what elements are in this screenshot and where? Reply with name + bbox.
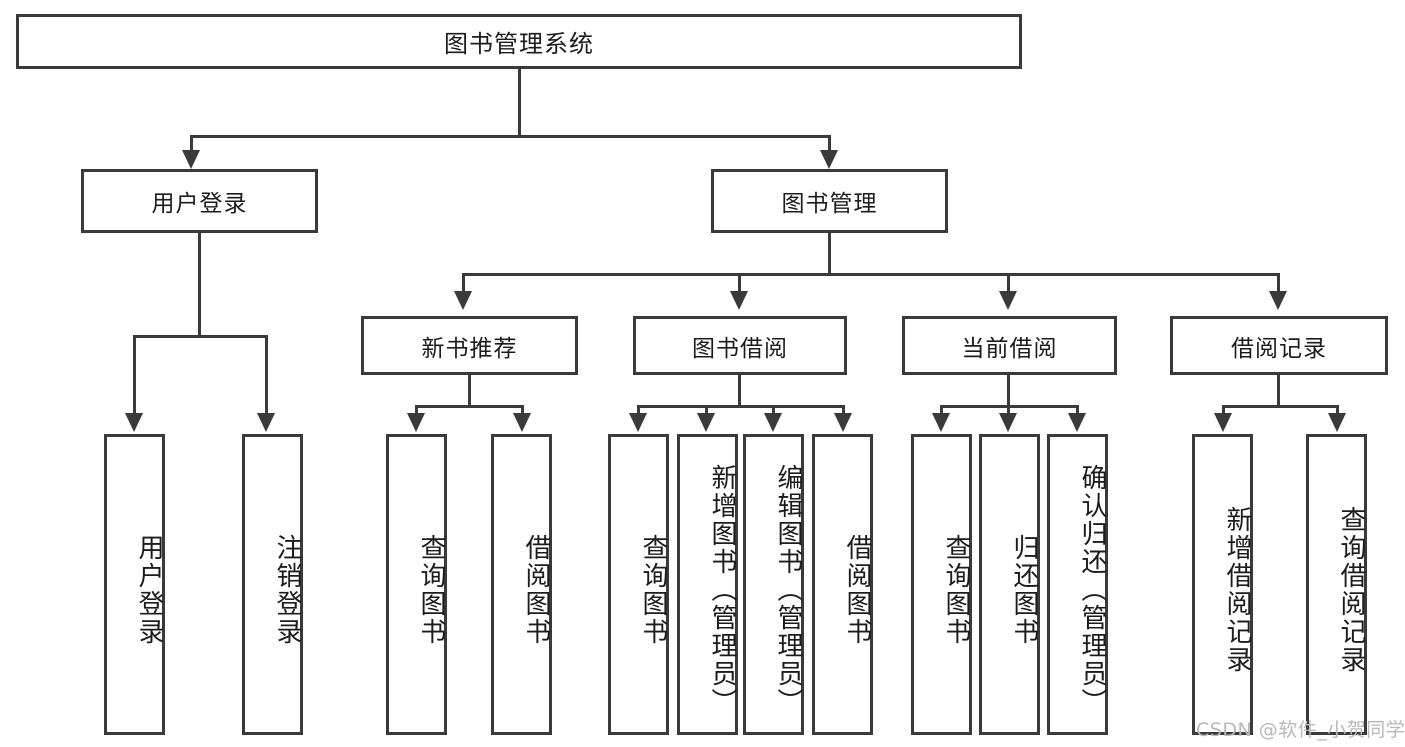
edge-root-stem xyxy=(518,69,521,135)
leaf-label: 借阅图书 xyxy=(521,533,551,646)
edge-user-login-leaf-1 xyxy=(133,335,136,417)
edge-borrow-record-stem xyxy=(1277,375,1280,405)
arrow-current-borrow-leaf-3 xyxy=(1068,413,1086,432)
edge-new-book-leaf-1 xyxy=(415,405,418,417)
node-root-book-management-system[interactable]: 图书管理系统 xyxy=(16,14,1022,69)
edge-book-borrow-bar xyxy=(637,405,845,408)
edge-book-management-bar xyxy=(462,273,1280,276)
leaf-label: 新增图书（管理员） xyxy=(707,463,737,716)
edge-bm-to-book-borrow xyxy=(738,273,741,295)
leaf-book-borrow-borrow-books[interactable]: 借阅图书 xyxy=(812,434,873,735)
edge-current-borrow-stem xyxy=(1007,375,1010,405)
leaf-label: 查询图书 xyxy=(941,533,971,646)
arrow-new-book-leaf-2 xyxy=(513,413,531,432)
edge-new-book-bar xyxy=(415,405,524,408)
leaf-book-borrow-edit-book-admin[interactable]: 编辑图书（管理员） xyxy=(743,434,804,735)
edge-book-borrow-leaf-2 xyxy=(705,405,708,417)
leaf-label: 编辑图书（管理员） xyxy=(773,463,803,716)
node-book-management[interactable]: 图书管理 xyxy=(711,169,948,233)
edge-book-borrow-stem xyxy=(738,375,741,405)
leaf-new-book-borrow-books[interactable]: 借阅图书 xyxy=(491,434,552,735)
arrow-bm-to-book-borrow xyxy=(730,291,748,310)
leaf-user-login-user-login[interactable]: 用户登录 xyxy=(104,434,165,735)
leaf-borrow-record-add-record[interactable]: 新增借阅记录 xyxy=(1192,434,1253,735)
leaf-borrow-record-query-record[interactable]: 查询借阅记录 xyxy=(1306,434,1367,735)
leaf-label: 查询图书 xyxy=(416,533,446,646)
leaf-label: 查询图书 xyxy=(638,533,668,646)
leaf-label: 用户登录 xyxy=(134,533,164,646)
edge-current-borrow-leaf-2 xyxy=(1007,405,1010,417)
arrow-book-borrow-leaf-3 xyxy=(764,413,782,432)
leaf-label: 新增借阅记录 xyxy=(1222,505,1252,674)
edge-bm-to-borrow-record xyxy=(1277,273,1280,295)
arrow-book-borrow-leaf-1 xyxy=(629,413,647,432)
edge-current-borrow-leaf-3 xyxy=(1076,405,1079,417)
edge-new-book-stem xyxy=(468,375,471,405)
leaf-label: 查询借阅记录 xyxy=(1336,505,1366,674)
edge-book-management-stem xyxy=(828,233,831,273)
leaf-label: 确认归还（管理员） xyxy=(1077,463,1107,716)
node-user-login[interactable]: 用户登录 xyxy=(81,169,318,233)
edge-root-to-user-login xyxy=(190,135,193,155)
csdn-watermark: CSDN @软件_小贺同学 xyxy=(1196,719,1405,741)
edge-new-book-leaf-2 xyxy=(521,405,524,417)
edge-user-login-leaf-2 xyxy=(265,335,268,417)
edge-user-login-bar xyxy=(133,335,268,338)
arrow-bm-to-new-book xyxy=(454,291,472,310)
leaf-label: 借阅图书 xyxy=(842,533,872,646)
arrow-root-to-book-management xyxy=(820,150,838,169)
arrow-user-login-leaf-1 xyxy=(125,413,143,432)
arrow-current-borrow-leaf-1 xyxy=(932,413,950,432)
arrow-bm-to-current-borrow xyxy=(999,291,1017,310)
leaf-current-borrow-return-books[interactable]: 归还图书 xyxy=(979,434,1040,735)
node-borrow-record[interactable]: 借阅记录 xyxy=(1170,316,1388,375)
arrow-book-borrow-leaf-2 xyxy=(697,413,715,432)
edge-borrow-record-leaf-2 xyxy=(1336,405,1339,417)
leaf-user-login-logout[interactable]: 注销登录 xyxy=(242,434,303,735)
edge-current-borrow-leaf-1 xyxy=(940,405,943,417)
edge-root-to-book-management xyxy=(828,135,831,155)
node-current-borrow[interactable]: 当前借阅 xyxy=(902,316,1117,375)
edge-root-bar xyxy=(190,135,831,138)
edge-user-login-stem xyxy=(198,233,201,335)
arrow-user-login-leaf-2 xyxy=(257,413,275,432)
arrow-bm-to-borrow-record xyxy=(1269,291,1287,310)
leaf-new-book-query-books[interactable]: 查询图书 xyxy=(386,434,447,735)
edge-bm-to-new-book xyxy=(462,273,465,295)
edge-book-borrow-leaf-4 xyxy=(842,405,845,417)
arrow-borrow-record-leaf-2 xyxy=(1328,413,1346,432)
arrow-root-to-user-login xyxy=(182,150,200,169)
leaf-label: 归还图书 xyxy=(1009,533,1039,646)
leaf-current-borrow-query-books[interactable]: 查询图书 xyxy=(911,434,972,735)
arrow-new-book-leaf-1 xyxy=(407,413,425,432)
leaf-label: 注销登录 xyxy=(272,533,302,646)
leaf-book-borrow-query-books[interactable]: 查询图书 xyxy=(608,434,669,735)
leaf-book-borrow-add-book-admin[interactable]: 新增图书（管理员） xyxy=(677,434,738,735)
edge-borrow-record-bar xyxy=(1222,405,1339,408)
node-book-borrow[interactable]: 图书借阅 xyxy=(633,316,847,375)
arrow-book-borrow-leaf-4 xyxy=(834,413,852,432)
edge-bm-to-current-borrow xyxy=(1007,273,1010,295)
edge-book-borrow-leaf-3 xyxy=(772,405,775,417)
arrow-current-borrow-leaf-2 xyxy=(999,413,1017,432)
arrow-borrow-record-leaf-1 xyxy=(1214,413,1232,432)
node-new-book-recommend[interactable]: 新书推荐 xyxy=(361,316,578,375)
leaf-current-borrow-confirm-return-admin[interactable]: 确认归还（管理员） xyxy=(1047,434,1108,735)
edge-borrow-record-leaf-1 xyxy=(1222,405,1225,417)
edge-book-borrow-leaf-1 xyxy=(637,405,640,417)
